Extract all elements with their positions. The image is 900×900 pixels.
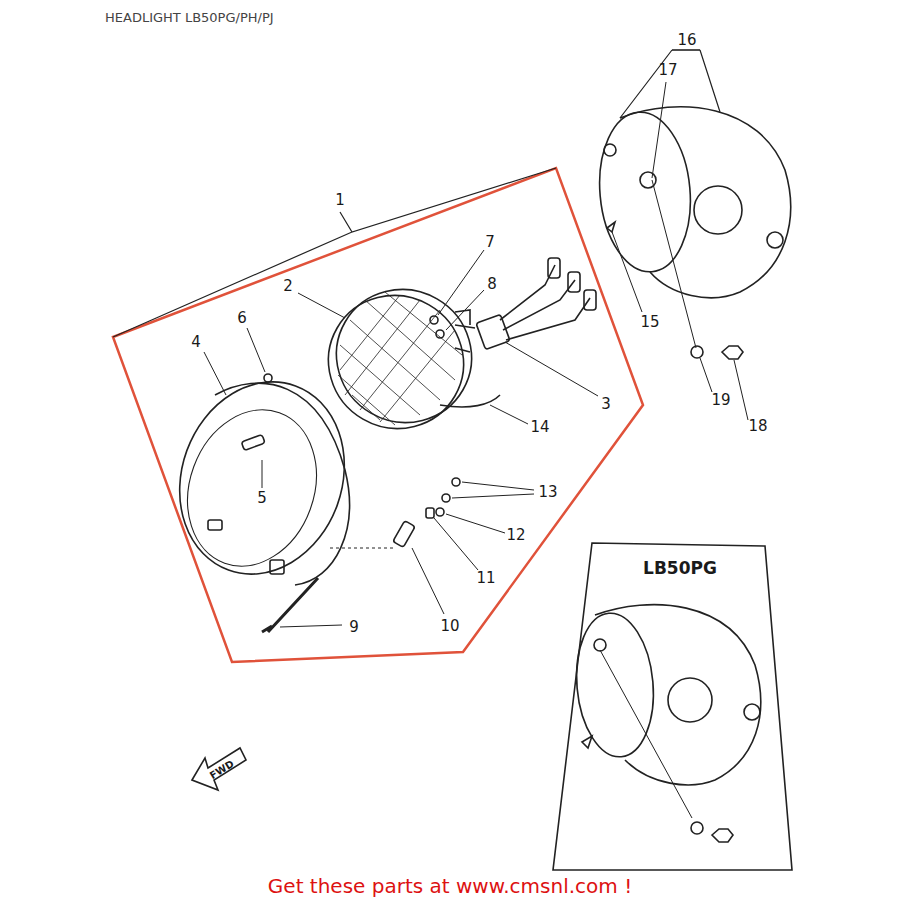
screw-7 <box>430 316 438 324</box>
screw-6 <box>264 374 272 382</box>
callout-number: 9 <box>349 620 359 635</box>
lens-drawing <box>304 265 500 453</box>
callout-number: 15 <box>640 315 659 330</box>
washer-8 <box>436 330 444 338</box>
callout-number: 16 <box>677 33 696 48</box>
callout-number: 6 <box>237 311 247 326</box>
inset-heading: LB50PG <box>643 558 717 578</box>
assembly-line <box>330 548 395 549</box>
callout-number: 11 <box>476 571 495 586</box>
direction-label: FWD <box>208 759 235 781</box>
callout-number: 8 <box>487 277 497 292</box>
inset-panel: LB50PG <box>550 540 795 875</box>
site-caption: Get these parts at www.cmsnl.com ! <box>268 874 632 898</box>
fwd-arrow <box>192 748 246 790</box>
callout-number: 18 <box>748 419 767 434</box>
inset-shell-drawing <box>571 605 761 842</box>
callout-number: 5 <box>257 491 267 506</box>
callout-number: 19 <box>711 393 730 408</box>
socket-drawing <box>476 258 596 350</box>
shell-drawing <box>593 50 790 359</box>
callout-number: 2 <box>283 279 293 294</box>
nut-11 <box>426 508 434 518</box>
callout-number: 1 <box>335 193 345 208</box>
callout-number: 13 <box>538 485 557 500</box>
callout-number: 4 <box>191 335 201 350</box>
callout-number: 12 <box>506 528 525 543</box>
callout-number: 10 <box>440 619 459 634</box>
diagram-title: HEADLIGHT LB50PG/PH/PJ <box>105 10 274 25</box>
callout-number: 14 <box>530 420 549 435</box>
washer-13b <box>442 494 450 502</box>
callout-number: 7 <box>485 235 495 250</box>
spring-10 <box>393 521 415 548</box>
group-outline <box>113 168 643 662</box>
callout-number: 3 <box>601 397 611 412</box>
nut-12 <box>436 508 444 516</box>
leader-lines <box>204 82 748 627</box>
screw-9 <box>262 578 318 632</box>
group-bracket <box>113 168 556 337</box>
washer-13a <box>452 478 460 486</box>
inset-outline <box>550 540 795 875</box>
callout-number: 17 <box>658 63 677 78</box>
